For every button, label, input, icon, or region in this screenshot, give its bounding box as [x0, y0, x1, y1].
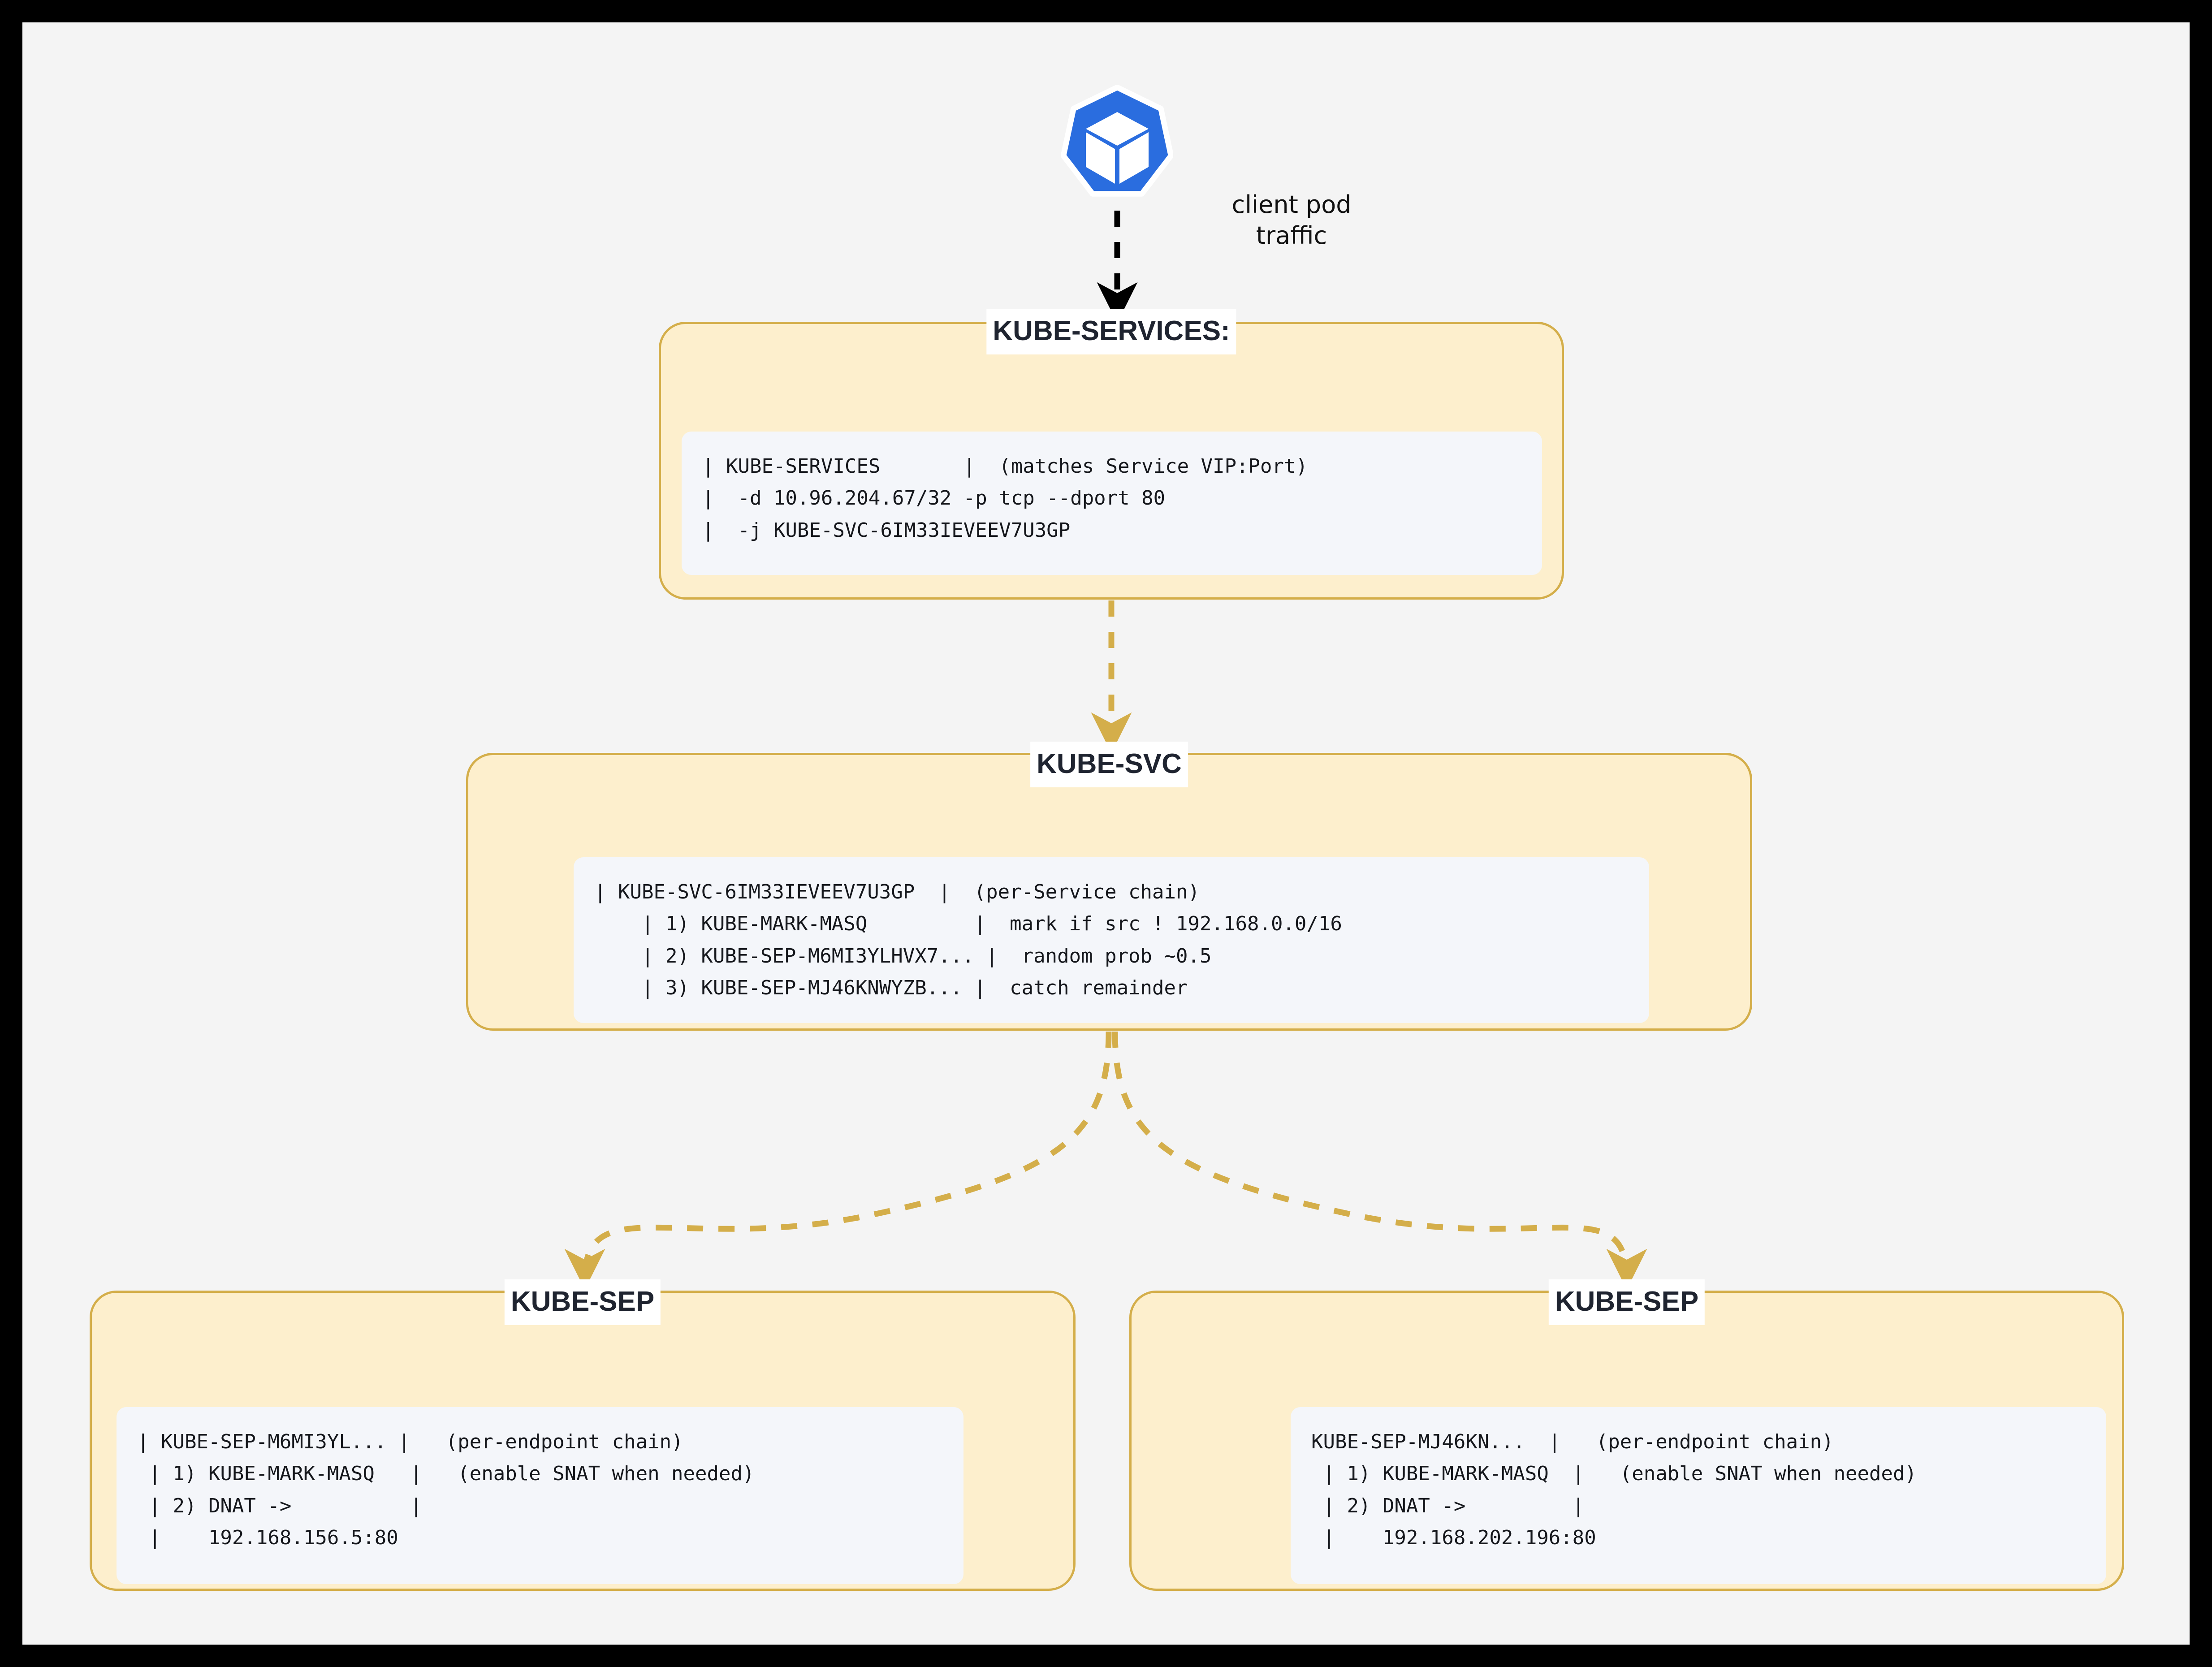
node-kube-sep-left[interactable]: KUBE-SEP | KUBE-SEP-M6MI3YL... | (per-en… — [90, 1279, 1076, 1591]
node-kube-sep-right-code-box: KUBE-SEP-MJ46KN... | (per-endpoint chain… — [1291, 1407, 2106, 1584]
node-kube-sep-right-title: KUBE-SEP — [1548, 1279, 1705, 1325]
edge-kube-svc-to-kube-sep-right — [1112, 1031, 1647, 1290]
node-kube-svc-code-box: | KUBE-SVC-6IM33IEVEEV7U3GP | (per-Servi… — [574, 857, 1649, 1023]
node-kube-svc-code: | KUBE-SVC-6IM33IEVEEV7U3GP | (per-Servi… — [594, 881, 1342, 999]
diagram-canvas: client pod traffic KUBE-SERVICES: — [22, 22, 2190, 1645]
node-kube-sep-left-code: | KUBE-SEP-M6MI3YL... | (per-endpoint ch… — [137, 1430, 755, 1549]
node-kube-services[interactable]: KUBE-SERVICES: | KUBE-SERVICES | (matche… — [659, 309, 1564, 600]
kubernetes-logo — [1061, 85, 1173, 206]
node-kube-sep-right[interactable]: KUBE-SEP KUBE-SEP-MJ46KN... | (per-endpo… — [1129, 1279, 2124, 1591]
client-pod-traffic-label: client pod traffic — [1231, 190, 1352, 250]
node-kube-sep-left-title: KUBE-SEP — [504, 1279, 661, 1325]
node-kube-services-code: | KUBE-SERVICES | (matches Service VIP:P… — [702, 455, 1308, 542]
node-kube-svc[interactable]: KUBE-SVC | KUBE-SVC-6IM33IEVEEV7U3GP | (… — [466, 742, 1752, 1031]
node-kube-services-title: KUBE-SERVICES: — [986, 309, 1236, 354]
node-kube-svc-title: KUBE-SVC — [1030, 742, 1188, 787]
edge-kube-svc-to-kube-sep-left — [564, 1031, 1112, 1290]
node-kube-sep-right-code: KUBE-SEP-MJ46KN... | (per-endpoint chain… — [1311, 1430, 1917, 1549]
node-kube-services-code-box: | KUBE-SERVICES | (matches Service VIP:P… — [682, 432, 1542, 575]
node-kube-sep-left-code-box: | KUBE-SEP-M6MI3YL... | (per-endpoint ch… — [117, 1407, 963, 1584]
